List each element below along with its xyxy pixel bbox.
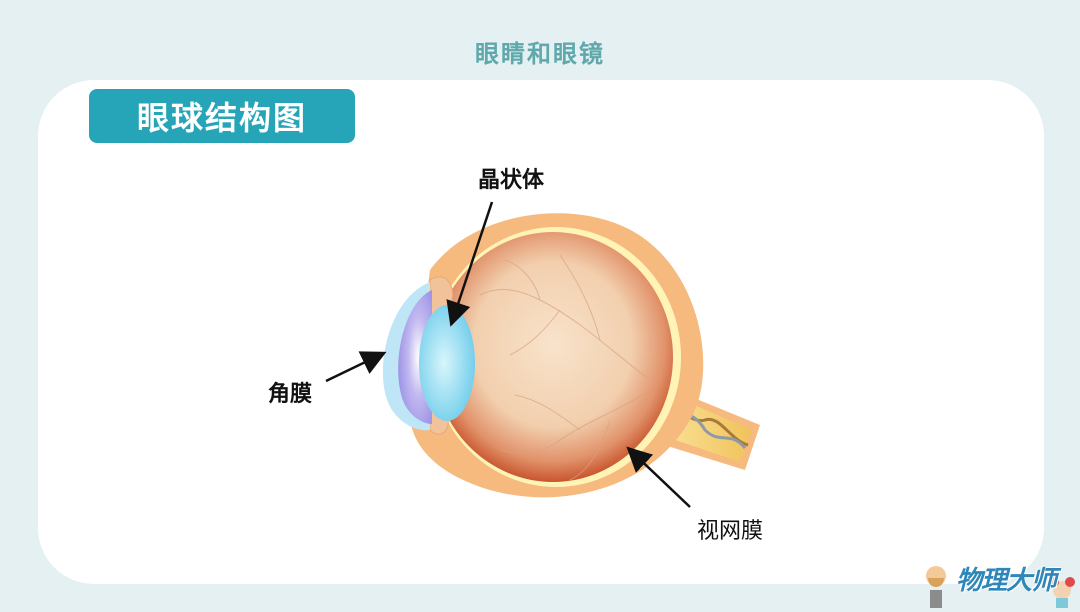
mascot-icon [926,566,1075,608]
lens-label: 晶状体 [478,168,545,193]
brand-logo [920,558,1080,608]
lens-arrow [446,201,494,327]
section-badge: 眼球结构图 [89,89,355,143]
lens [419,305,475,421]
cornea-label: 角膜 [268,382,313,407]
page-title: 眼睛和眼镜 [475,40,605,68]
retina-arrow [626,446,691,508]
brand-logo-text: 物理大师 [956,566,1057,596]
blood-vessels [479,254,651,481]
cornea-arrow [325,351,387,383]
vitreous-body [433,232,673,482]
retina-label: 视网膜 [697,519,764,544]
